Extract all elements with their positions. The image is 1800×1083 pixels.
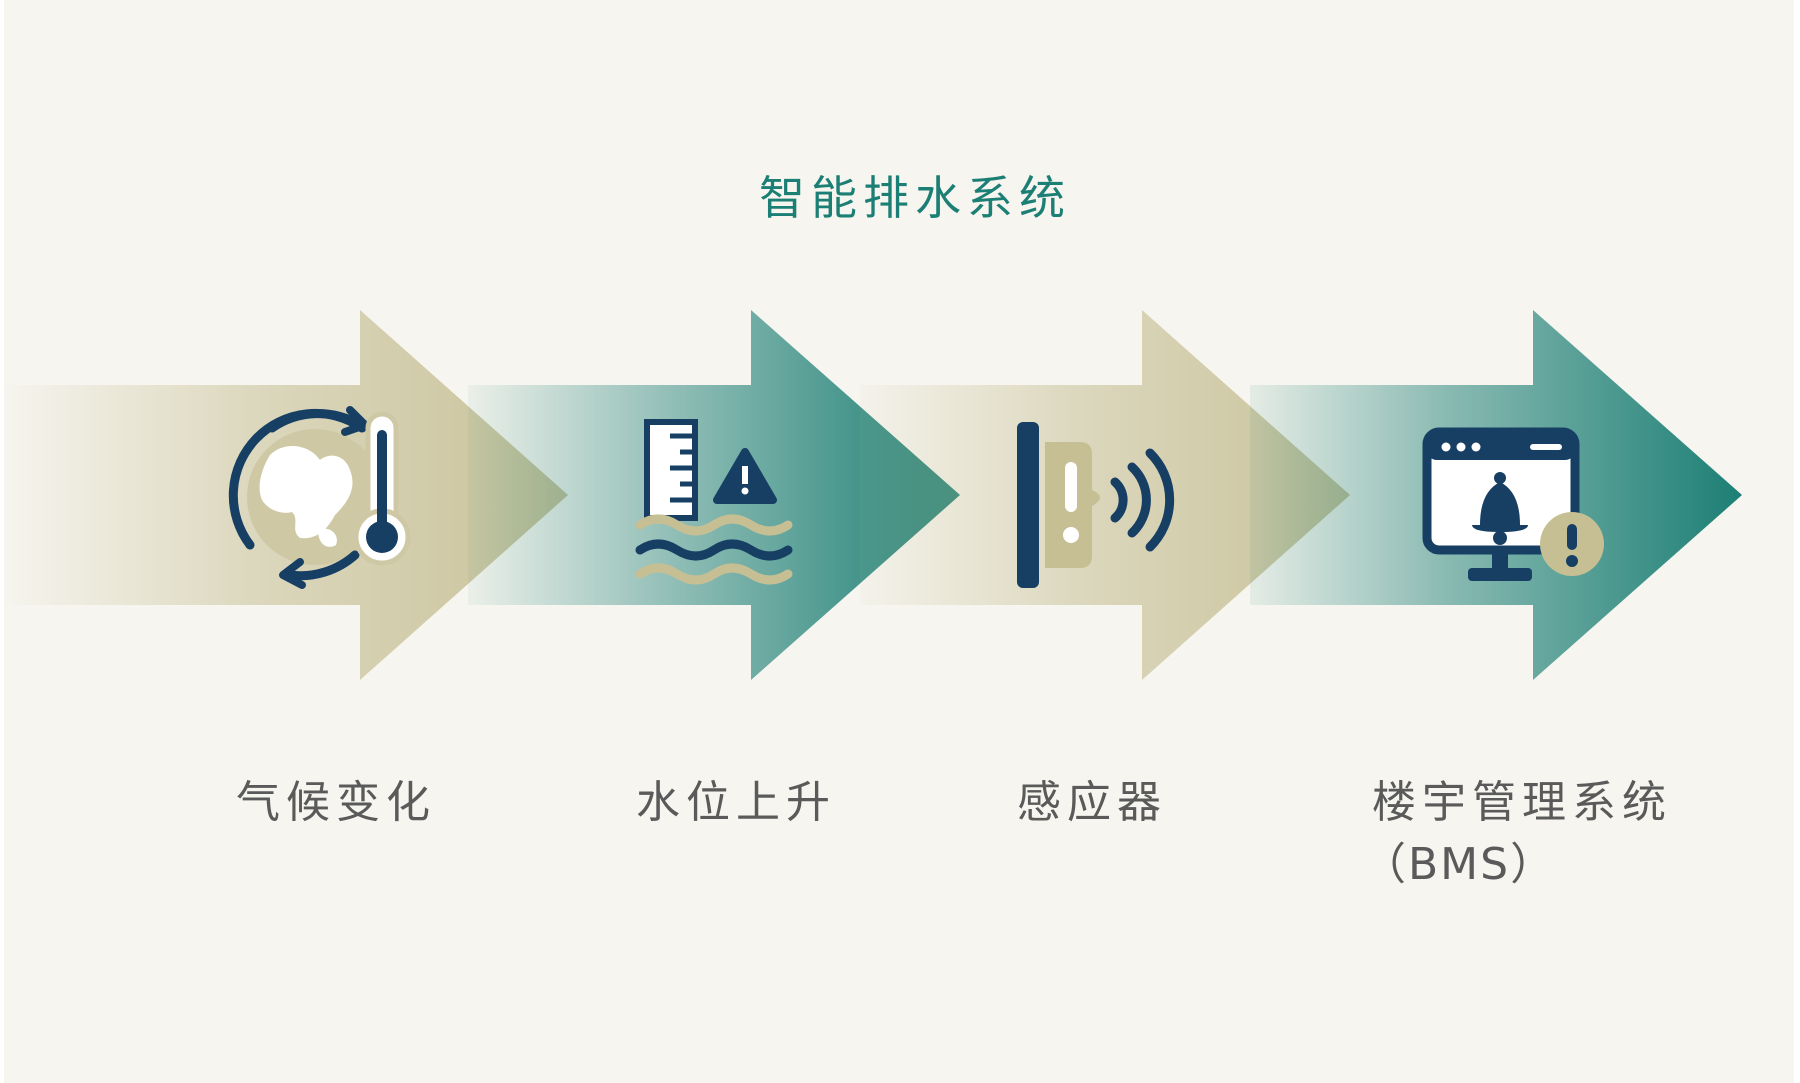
- diagram-title: 智能排水系统: [759, 171, 1071, 225]
- climate-change-icon: [228, 406, 411, 589]
- step-label-bms: 楼宇管理系统 （BMS）: [1362, 772, 1672, 896]
- sensor-icon: [1017, 422, 1175, 588]
- step-label-sensor: 感应器: [1017, 777, 1167, 828]
- building-management-system-icon: [1422, 427, 1604, 581]
- arrow-step-3: [860, 310, 1350, 680]
- step-label-climate-change: 气候变化: [236, 777, 436, 828]
- step-label-bms-sub: （BMS）: [1362, 839, 1557, 890]
- water-level-rising-icon: [635, 419, 793, 585]
- step-label-water-level-rising: 水位上升: [636, 777, 836, 828]
- step-label-bms-main: 楼宇管理系统: [1372, 777, 1672, 828]
- arrow-step-2: [468, 310, 960, 680]
